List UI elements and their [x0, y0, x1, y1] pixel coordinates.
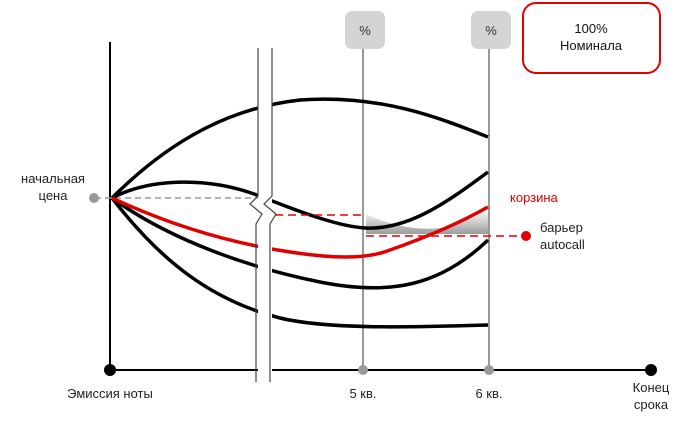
axis-break-right: [263, 48, 277, 382]
basket-path: [111, 196, 489, 259]
barrier-label: барьер: [540, 220, 583, 235]
issue-marker: [104, 364, 116, 376]
svg-text:%: %: [359, 23, 371, 38]
end-marker: [645, 364, 657, 376]
initial-price-marker: [89, 193, 99, 203]
percent-badge-q5: %: [345, 11, 385, 49]
autocall-barrier-marker: [521, 231, 531, 241]
path-upper: [111, 170, 490, 230]
svg-text:Номинала: Номинала: [560, 38, 623, 53]
shaded-region: [366, 210, 488, 234]
path-lower: [110, 196, 489, 329]
percent-badge-q6: %: [471, 11, 511, 49]
initial-price-label: начальная: [21, 171, 85, 186]
svg-text:%: %: [485, 23, 497, 38]
axis-break-gap: [258, 40, 272, 386]
barrier-label-2: autocall: [540, 237, 585, 252]
x-label-end: Конец: [633, 380, 670, 395]
q6-marker: [484, 365, 494, 375]
path-top: [110, 97, 489, 200]
x-label-issue: Эмиссия ноты: [67, 386, 153, 401]
x-label-q6: 6 кв.: [475, 386, 502, 401]
q5-marker: [358, 365, 368, 375]
nominal-box: 100% Номинала: [522, 2, 661, 74]
x-label-end-2: срока: [634, 397, 669, 412]
svg-text:100%: 100%: [574, 21, 608, 36]
path-mid: [110, 196, 490, 290]
axis-break-left: [249, 48, 263, 382]
initial-price-label-2: цена: [39, 188, 69, 203]
basket-label: корзина: [510, 190, 559, 205]
x-label-q5: 5 кв.: [349, 386, 376, 401]
